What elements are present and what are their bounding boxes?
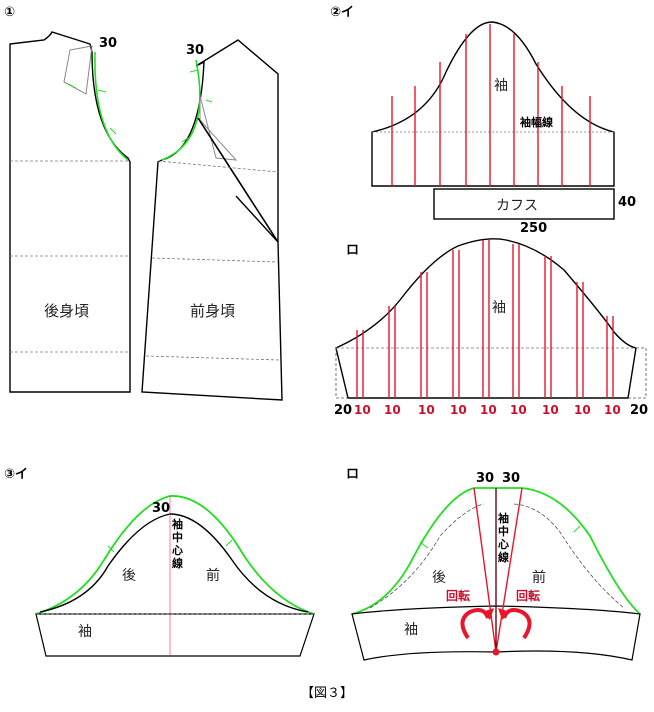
slash-dim-label: 10	[574, 403, 591, 417]
cap-a-sleeve-label: 袖	[78, 624, 92, 640]
sleeve-a-label: 袖	[494, 78, 508, 94]
front-armhole-green	[161, 59, 201, 161]
sleeve-b: 袖 20 20 10 10 10 10 10 10 10 10 10	[334, 238, 648, 418]
slash-dim-label: 10	[354, 403, 371, 417]
back-bodice: 30 後身頃	[9, 31, 131, 393]
panel-label-1: ①	[4, 5, 15, 20]
slash-dim-label: 10	[542, 403, 559, 417]
panel-label-3i: ③イ	[4, 467, 28, 482]
panel-label-3ro: ロ	[346, 467, 359, 482]
sleeve-b-label: 袖	[492, 300, 506, 316]
cuff-label: カフス	[496, 198, 538, 214]
rotate-left-arrow-icon	[460, 608, 490, 640]
cuff-height-label: 40	[618, 195, 636, 210]
back-dim-label: 30	[99, 36, 117, 51]
cap-b-dim-left: 30	[476, 471, 494, 486]
cap-a-center-line-label: 袖中心線	[172, 517, 183, 570]
cuff-length-label: 250	[520, 221, 547, 236]
slash-dim-labels: 10 10 10 10 10 10 10 10 10	[354, 403, 621, 417]
back-bodice-label: 後身頃	[44, 302, 89, 320]
cap-b: 30 30 袖中心線 後 前 回転 回転 袖	[351, 471, 641, 661]
cap-b-center-line-label: 袖中心線	[498, 511, 509, 564]
cuff: カフス 40 250	[433, 188, 636, 236]
cap-b-back-label: 後	[432, 570, 446, 586]
cap-b-new-curve	[351, 487, 641, 615]
cap-a-back-label: 後	[122, 568, 136, 584]
panel-label-2i: ②イ	[330, 5, 354, 20]
rotate-right-arrow-icon	[502, 608, 532, 640]
sleeve-a: 袖 袖幅線	[371, 21, 615, 187]
cap-a-dim-label: 30	[152, 501, 170, 516]
slash-dim-label: 10	[604, 403, 621, 417]
figure-caption: 【図３】	[300, 686, 353, 701]
slash-dim-label: 10	[480, 403, 497, 417]
pivot-point	[492, 648, 500, 656]
sleeve-a-slash-lines	[391, 24, 591, 186]
side-dim-right: 20	[630, 403, 648, 418]
cap-a-new-curve	[35, 495, 315, 615]
front-dim-label: 30	[186, 43, 204, 58]
cap-b-dim-right: 30	[502, 471, 520, 486]
slash-dim-label: 10	[450, 403, 467, 417]
back-armhole-green	[94, 51, 129, 161]
side-dim-left: 20	[334, 403, 352, 418]
sleeve-b-slash-lines	[356, 240, 614, 398]
rotate-left-label: 回転	[446, 588, 470, 603]
front-bodice: 30 前身頃	[141, 39, 283, 401]
cap-a: 30 袖中心線 後 前 袖	[35, 495, 315, 657]
panel-label-2ro: ロ	[346, 243, 359, 258]
sleeve-width-line-label: 袖幅線	[520, 115, 553, 129]
slash-dim-label: 10	[418, 403, 435, 417]
rotate-right-label: 回転	[516, 588, 540, 603]
cap-b-sleeve-label: 袖	[404, 622, 418, 638]
cap-b-front-label: 前	[532, 569, 546, 586]
cap-a-front-label: 前	[206, 567, 220, 584]
front-bodice-label: 前身頃	[190, 302, 235, 320]
slash-dim-label: 10	[510, 403, 527, 417]
slash-dim-label: 10	[384, 403, 401, 417]
